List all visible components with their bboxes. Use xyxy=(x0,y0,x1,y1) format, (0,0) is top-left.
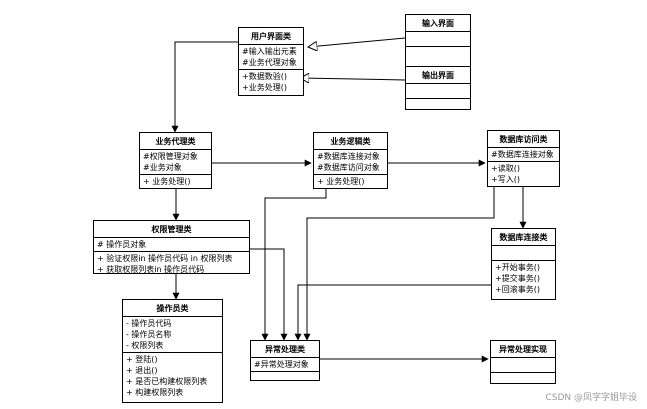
attribute: #业务代理对象 xyxy=(242,58,297,67)
method: + 业务处理() xyxy=(143,177,191,186)
class-db-connection: 数据库连接类 +开始事务() +提交事务() +回滚事务() xyxy=(491,228,556,300)
method: + 退出() xyxy=(126,366,158,375)
class-input-ui: 输入界面 xyxy=(405,14,471,70)
method: +提交事务() xyxy=(495,274,540,283)
attribute: - 权限列表 xyxy=(126,341,164,350)
method: +业务处理() xyxy=(242,83,287,92)
method: + 业务处理() xyxy=(317,177,365,186)
attribute: #数据库连接对象 xyxy=(317,152,380,161)
methods-section: + 业务处理() xyxy=(140,175,211,188)
watermark: CSDN @凤字字姐毕设 xyxy=(545,393,637,403)
methods-section: +数据数验() +业务处理() xyxy=(239,70,303,94)
method: + 登陆() xyxy=(126,355,158,364)
class-business-proxy: 业务代理类 #权限管理对象 #业务对象 + 业务处理() xyxy=(139,132,212,189)
attribute: #数据库访问对象 xyxy=(317,163,380,172)
attributes-section: # 操作员对象 xyxy=(94,238,249,252)
attributes-section: #异常处理对象 xyxy=(251,358,319,372)
attributes-section: - 操作员代码 - 操作员名称 - 权限列表 xyxy=(123,317,222,353)
attribute: #权限管理对象 xyxy=(143,152,198,161)
class-title: 数据库连接类 xyxy=(492,229,555,246)
class-permission: 权限管理类 # 操作员对象 + 验证权限in 操作员代码 in 权限列表 + 获… xyxy=(93,220,250,274)
attributes-section xyxy=(406,32,470,47)
class-db-access: 数据库访问类 #数据库连接对象 +读取() +写入() xyxy=(487,130,560,187)
attributes-section: #输入输出元素 #业务代理对象 xyxy=(239,45,303,70)
methods-section: + 登陆() + 退出() + 是否已构建权限列表 + 构建权限列表 xyxy=(123,353,222,399)
edge-ui-to-proxy xyxy=(171,41,238,133)
class-title: 用户界面类 xyxy=(239,28,303,45)
class-exception: 异常处理类 #异常处理对象 xyxy=(250,340,320,381)
attribute: # 操作员对象 xyxy=(97,240,147,249)
attributes-section: #数据库连接对象 #数据库访问对象 xyxy=(314,150,387,175)
method: + 获取权限列表in 操作员代码 xyxy=(97,265,205,274)
method: +数据数验() xyxy=(242,72,287,81)
method: +写入() xyxy=(491,175,520,184)
class-title: 操作员类 xyxy=(123,300,222,317)
attributes-section xyxy=(491,358,555,373)
edge-output-to-ui xyxy=(300,78,406,80)
methods-section xyxy=(251,372,319,386)
attributes-section: #数据库连接对象 xyxy=(488,148,559,162)
attribute: #输入输出元素 xyxy=(242,47,297,56)
class-title: 异常处理类 xyxy=(251,341,319,358)
attribute: - 操作员代码 xyxy=(126,319,172,328)
edge-permission-to-exception xyxy=(250,248,288,341)
methods-section xyxy=(491,373,555,387)
methods-section xyxy=(406,47,470,61)
class-title: 业务代理类 xyxy=(140,133,211,150)
class-title: 业务逻辑类 xyxy=(314,133,387,150)
class-title: 数据库访问类 xyxy=(488,131,559,148)
edge-db-to-exception xyxy=(303,187,495,341)
methods-section: + 业务处理() xyxy=(314,175,387,188)
method: +读取() xyxy=(491,164,520,173)
method: + 验证权限in 操作员代码 in 权限列表 xyxy=(97,254,233,263)
class-output-ui: 输出界面 xyxy=(405,66,471,110)
method: +开始事务() xyxy=(495,263,540,272)
methods-section: +读取() +写入() xyxy=(488,162,559,186)
methods-section xyxy=(406,99,470,113)
edge-connection-to-exception xyxy=(294,272,501,341)
attributes-section xyxy=(492,246,555,261)
attribute: - 操作员名称 xyxy=(126,330,172,339)
class-title: 输出界面 xyxy=(406,67,470,84)
edge-input-to-ui xyxy=(308,37,406,47)
methods-section: + 验证权限in 操作员代码 in 权限列表 + 获取权限列表in 操作员代码 xyxy=(94,252,249,276)
class-user-ui: 用户界面类 #输入输出元素 #业务代理对象 +数据数验() +业务处理() xyxy=(238,27,304,96)
attribute: #异常处理对象 xyxy=(254,360,309,369)
method: + 构建权限列表 xyxy=(126,388,184,397)
edge-logic-to-exception xyxy=(261,189,327,341)
class-title: 异常处理实现 xyxy=(491,341,555,358)
attribute: #数据库连接对象 xyxy=(491,150,554,159)
class-exception-impl: 异常处理实现 xyxy=(490,340,556,384)
class-operator: 操作员类 - 操作员代码 - 操作员名称 - 权限列表 + 登陆() + 退出(… xyxy=(122,299,223,403)
methods-section: +开始事务() +提交事务() +回滚事务() xyxy=(492,261,555,296)
attribute: #业务对象 xyxy=(143,163,182,172)
class-business-logic: 业务逻辑类 #数据库连接对象 #数据库访问对象 + 业务处理() xyxy=(313,132,388,189)
method: +回滚事务() xyxy=(495,285,540,294)
class-title: 权限管理类 xyxy=(94,221,249,238)
attributes-section: #权限管理对象 #业务对象 xyxy=(140,150,211,175)
attributes-section xyxy=(406,84,470,99)
class-title: 输入界面 xyxy=(406,15,470,32)
method: + 是否已构建权限列表 xyxy=(126,377,208,386)
